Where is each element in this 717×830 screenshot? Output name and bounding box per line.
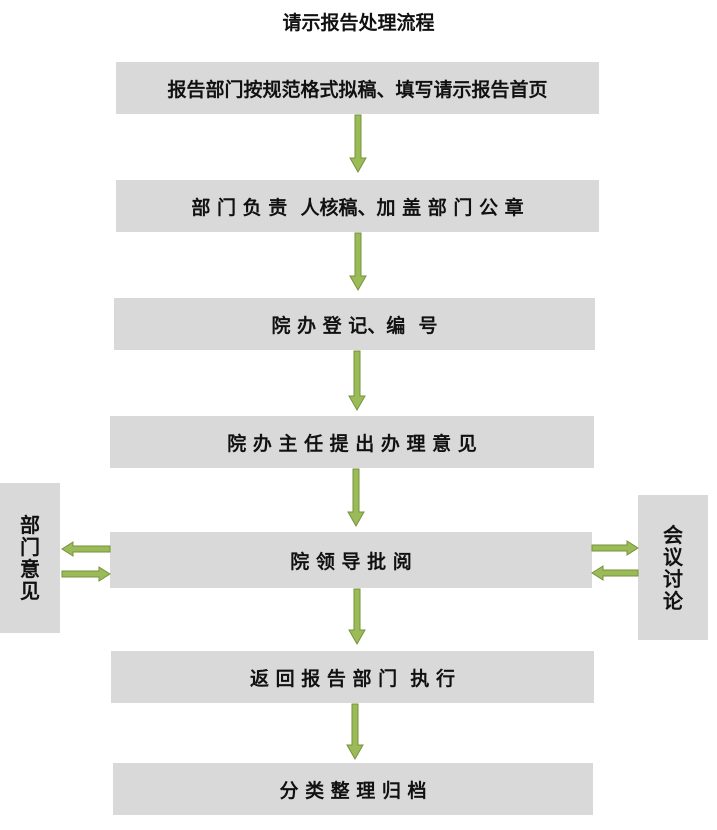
- arrow-down-2: [349, 232, 367, 292]
- arrow-to-meeting: [591, 540, 639, 556]
- step-director-opinion: 院 办 主 任 提 出 办 理 意 见: [110, 416, 594, 468]
- arrow-from-meeting: [591, 565, 639, 581]
- diagram-title: 请示报告处理流程: [282, 12, 435, 34]
- meeting-discussion-box: 会 议 讨 论: [638, 495, 708, 640]
- step-archive: 分 类 整 理 归 档: [113, 763, 593, 815]
- arrow-down-1: [349, 114, 367, 174]
- step-leader-review: 院 领 导 批 阅: [110, 532, 592, 588]
- department-opinion-box: 部 门 意 见: [0, 483, 60, 633]
- arrow-to-department: [61, 541, 111, 557]
- step-department-review: 部 门 负 责 人核稿、加 盖 部 门 公 章: [116, 180, 599, 232]
- arrow-down-5: [348, 588, 366, 646]
- arrow-from-department: [61, 566, 111, 582]
- arrow-down-3: [348, 350, 366, 412]
- step-office-register: 院 办 登 记、编 号: [114, 298, 595, 350]
- step-return-execute: 返 回 报 告 部 门 执 行: [111, 651, 594, 703]
- arrow-down-4: [347, 468, 365, 528]
- arrow-down-6: [346, 703, 364, 761]
- step-draft-report: 报告部门按规范格式拟稿、填写请示报告首页: [116, 62, 599, 114]
